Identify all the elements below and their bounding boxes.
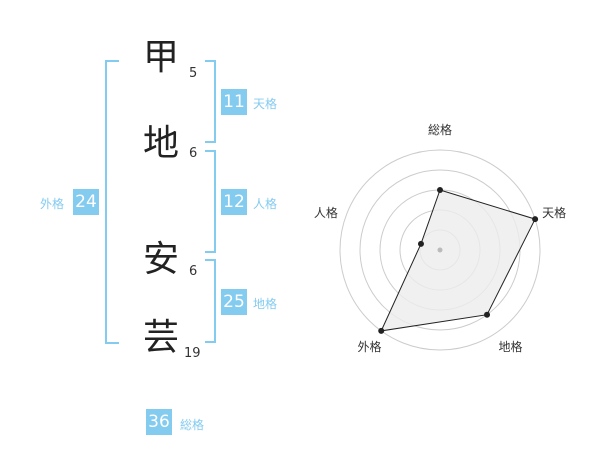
radar-polygon [380,189,536,332]
soukaku-label: 総格 [180,418,205,432]
radar-point-4 [378,327,385,334]
stroke-count-3: 6 [189,264,198,279]
outer-bracket [105,60,119,344]
jinkaku-label: 人格 [253,197,278,211]
radar-axis-label-5: 人格 [314,205,338,220]
radar-axis-label-3: 地格 [499,339,523,354]
radar-point-5 [417,240,424,247]
radar-point-1 [437,187,443,193]
tenkaku-label: 天格 [253,97,278,111]
radar-point-2 [532,216,539,223]
radar-ring [339,149,541,351]
gaikaku-label: 外格 [40,197,65,211]
chikaku-bracket [205,259,216,343]
jinkaku-bracket [205,150,216,253]
tenkaku-value: 11 [221,89,247,115]
name-char-4: 芸 [143,317,180,358]
stroke-count-2: 6 [189,146,198,161]
name-char-3: 安 [143,239,180,280]
jinkaku-value: 12 [221,189,247,215]
chikaku-value: 25 [221,289,247,315]
name-char-1: 甲 [143,37,180,78]
soukaku-value: 36 [146,409,172,435]
tenkaku-bracket [205,60,216,143]
radar-axis-label-2: 天格 [542,205,566,220]
radar-axis-label-1: 総格 [428,122,452,137]
radar-axis-label-4: 外格 [357,339,381,354]
stroke-count-1: 5 [189,66,198,81]
stroke-count-4: 19 [184,346,201,361]
gaikaku-value: 24 [73,189,99,215]
radar-center [437,247,443,253]
chikaku-label: 地格 [253,297,278,311]
name-char-2: 地 [143,123,180,164]
radar-point-3 [484,311,491,318]
